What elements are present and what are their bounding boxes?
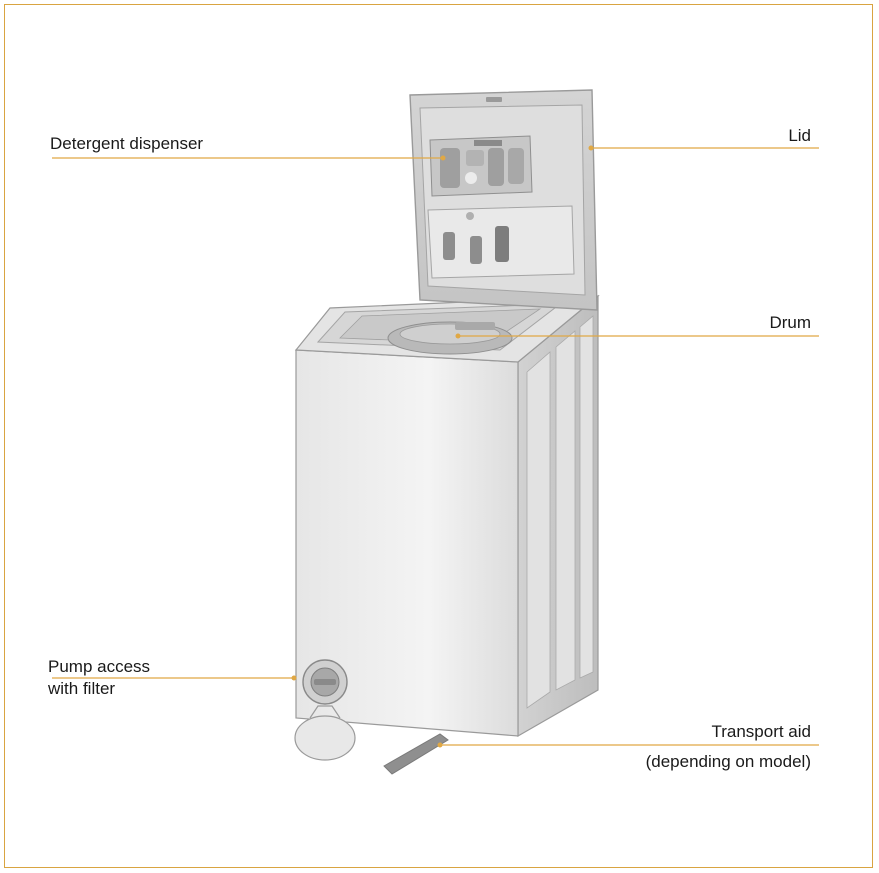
label-transport-aid-line1: Transport aid xyxy=(711,722,811,741)
control-panel-shape xyxy=(427,205,575,279)
leader-lines xyxy=(52,145,819,748)
pump-access-shape xyxy=(294,659,356,761)
label-transport-aid-line2: (depending on model) xyxy=(645,752,811,771)
detergent-dispenser-shape xyxy=(429,135,533,197)
machine-side-panel xyxy=(517,294,599,738)
label-detergent-dispenser: Detergent dispenser xyxy=(50,134,204,153)
drum-shape xyxy=(387,321,513,355)
label-pump-access-line1: Pump access xyxy=(48,657,151,676)
label-pump-access-line2: with filter xyxy=(48,679,116,698)
label-lid: Lid xyxy=(788,126,811,145)
transport-aid-shape xyxy=(383,733,449,775)
label-drum: Drum xyxy=(769,313,811,332)
